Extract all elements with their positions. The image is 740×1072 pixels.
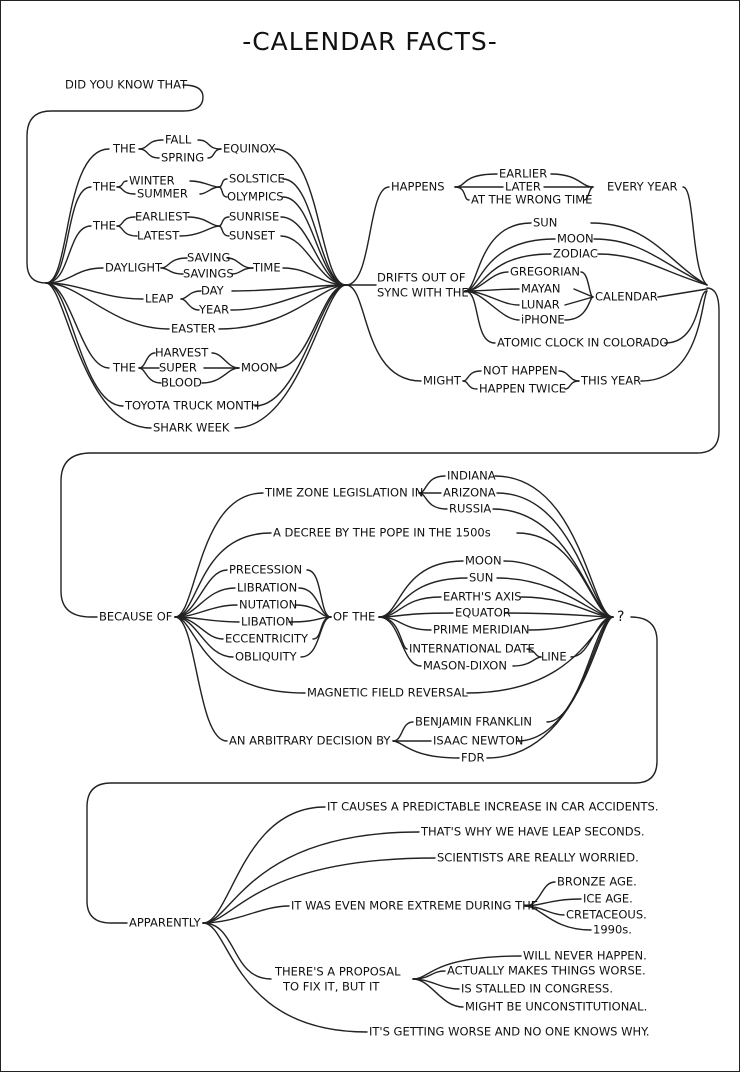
era-1990s: 1990s. — [593, 923, 632, 937]
fact-leap-seconds: THAT'S WHY WE HAVE LEAP SECONDS. — [420, 825, 645, 839]
equinox-spring: SPRING — [161, 151, 204, 165]
sunrise-noun: SUNRISE — [229, 210, 279, 224]
place-russia: RUSSIA — [449, 502, 491, 516]
era-bronze-age: BRONZE AGE. — [557, 875, 637, 889]
body-earths-axis: EARTH'S AXIS — [443, 590, 522, 604]
daylight-lead: DAYLIGHT — [105, 261, 163, 275]
era-cretaceous: CRETACEOUS. — [566, 908, 647, 922]
question-mark: ? — [617, 609, 624, 625]
leap-year: YEAR — [198, 303, 229, 317]
person-franklin: BENJAMIN FRANKLIN — [415, 715, 532, 729]
atomic-clock: ATOMIC CLOCK IN COLORADO — [497, 336, 668, 350]
daylight-savings: SAVINGS — [183, 267, 234, 281]
motion-libation: LIBATION — [241, 615, 294, 629]
motion-obliquity: OBLIQUITY — [235, 650, 298, 664]
pope-decree: A DECREE BY THE POPE IN THE 1500s — [273, 526, 491, 540]
equinox-fall: FALL — [165, 133, 192, 147]
sunrise-earliest: EARLIEST — [135, 210, 190, 224]
drifts-line1: DRIFTS OUT OF — [377, 271, 465, 285]
apparently: APPARENTLY — [129, 916, 202, 930]
body-moon: MOON — [465, 554, 502, 568]
toyota-truck-month: TOYOTA TRUCK MONTH — [124, 399, 259, 413]
connectors — [26, 84, 720, 1033]
place-arizona: ARIZONA — [443, 486, 496, 500]
calendar-iphone: iPHONE — [521, 313, 565, 327]
person-newton: ISAAC NEWTON — [433, 734, 523, 748]
moon-the: THE — [112, 361, 136, 375]
might-happen-twice: HAPPEN TWICE — [479, 382, 566, 396]
leap-day: DAY — [201, 284, 225, 298]
line-mason-dixon: MASON-DIXON — [423, 659, 507, 673]
body-equator: EQUATOR — [455, 606, 511, 620]
motion-nutation: NUTATION — [239, 598, 297, 612]
drift-zodiac: ZODIAC — [553, 247, 598, 261]
body-prime-meridian: PRIME MERIDIAN — [433, 623, 529, 637]
drift-sun: SUN — [533, 216, 557, 230]
happens-wrong-time: AT THE WRONG TIME — [471, 193, 592, 207]
solstice-noun: SOLSTICE — [229, 172, 285, 186]
moon-harvest: HARVEST — [155, 346, 209, 360]
fact-car-accidents: IT CAUSES A PREDICTABLE INCREASE IN CAR … — [327, 800, 659, 814]
daylight-saving: SAVING — [187, 251, 230, 265]
fact-getting-worse: IT'S GETTING WORSE AND NO ONE KNOWS WHY. — [369, 1025, 650, 1039]
might-not-happen: NOT HAPPEN — [483, 364, 558, 378]
because-of: BECAUSE OF — [99, 610, 172, 624]
this-year: THIS YEAR — [580, 374, 641, 388]
fact-scientists-worried: SCIENTISTS ARE REALLY WORRIED. — [437, 851, 639, 865]
title: -CALENDAR FACTS- — [242, 27, 498, 56]
motion-precession: PRECESSION — [229, 563, 302, 577]
line-word: LINE — [541, 650, 567, 664]
of-the: OF THE — [333, 610, 375, 624]
time-zone-legislation: TIME ZONE LEGISLATION IN — [264, 486, 423, 500]
fact-more-extreme: IT WAS EVEN MORE EXTREME DURING THE — [291, 899, 538, 913]
drift-moon: MOON — [557, 232, 594, 246]
magnetic-field-reversal: MAGNETIC FIELD REVERSAL — [307, 686, 468, 700]
era-ice-age: ICE AGE. — [583, 892, 633, 906]
olympics-noun: OLYMPICS — [227, 190, 284, 204]
motion-libration: LIBRATION — [237, 581, 297, 595]
drifts-line2: SYNC WITH THE — [377, 286, 469, 300]
body-sun: SUN — [469, 571, 493, 585]
leap-lead: LEAP — [145, 292, 174, 306]
sunrise-the: THE — [92, 219, 116, 233]
moon-noun: MOON — [241, 361, 278, 375]
moon-blood: BLOOD — [161, 376, 202, 390]
motion-eccentricity: ECCENTRICITY — [225, 632, 309, 646]
might: MIGHT — [423, 374, 462, 388]
person-fdr: FDR — [461, 751, 484, 765]
calendar-lunar: LUNAR — [521, 298, 560, 312]
calendar-mayan: MAYAN — [521, 282, 561, 296]
outcome-worse: ACTUALLY MAKES THINGS WORSE. — [447, 964, 646, 978]
arbitrary-decision: AN ARBITRARY DECISION BY — [229, 734, 391, 748]
every-year: EVERY YEAR — [607, 180, 677, 194]
solstice-winter: WINTER — [129, 174, 175, 188]
happens: HAPPENS — [391, 180, 445, 194]
outcome-stalled: IS STALLED IN CONGRESS. — [461, 982, 613, 996]
solstice-the: THE — [92, 180, 116, 194]
happens-earlier: EARLIER — [499, 167, 547, 181]
outcome-never-happen: WILL NEVER HAPPEN. — [523, 949, 647, 963]
daylight-time: TIME — [252, 261, 281, 275]
solstice-summer: SUMMER — [137, 187, 188, 201]
sunrise-latest: LATEST — [137, 229, 180, 243]
proposal-line2: TO FIX IT, BUT IT — [282, 980, 380, 994]
proposal-line1: THERE'S A PROPOSAL — [274, 965, 401, 979]
shark-week: SHARK WEEK — [153, 421, 230, 435]
easter: EASTER — [171, 322, 216, 336]
calendar-word: CALENDAR — [595, 290, 658, 304]
equinox-noun: EQUINOX — [223, 142, 276, 156]
outcome-unconstitutional: MIGHT BE UNCONSTITUTIONAL. — [465, 1000, 647, 1014]
sunset-noun: SUNSET — [229, 229, 276, 243]
happens-later: LATER — [505, 180, 541, 194]
place-indiana: INDIANA — [447, 469, 496, 483]
start-text: DID YOU KNOW THAT — [65, 78, 188, 92]
line-international-date: INTERNATIONAL DATE — [409, 642, 535, 656]
calendar-gregorian: GREGORIAN — [510, 265, 580, 279]
equinox-the: THE — [112, 142, 136, 156]
moon-super: SUPER — [159, 361, 197, 375]
